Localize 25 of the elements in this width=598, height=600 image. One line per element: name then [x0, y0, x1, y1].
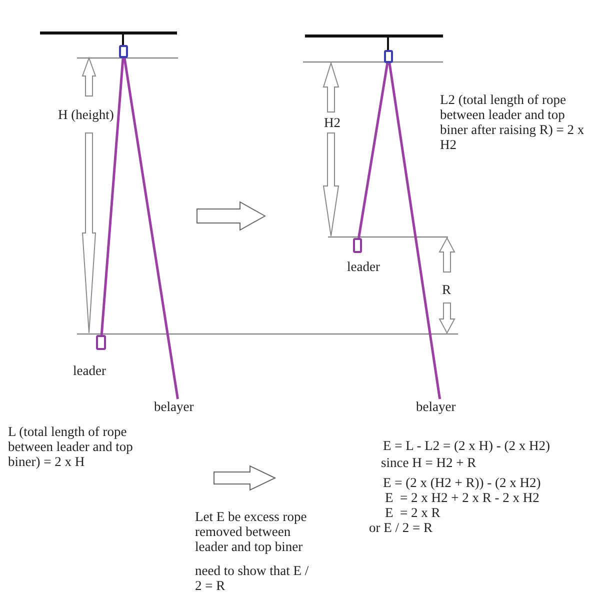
dimension-label: H2 [324, 115, 342, 130]
note-text: need to show that E / 2 = R [195, 563, 310, 593]
node-caption: leader [347, 259, 380, 274]
equation-text: E = 2 x H2 + 2 x R - 2 x H2 [385, 490, 540, 505]
equation-text: E = 2 x R [385, 505, 442, 520]
climber-box [96, 335, 106, 350]
rope-line [100, 58, 124, 336]
rope-line [123, 58, 179, 400]
carabiner-box [384, 50, 393, 63]
equation-text: or E / 2 = R [369, 520, 434, 535]
climber-box [353, 238, 362, 253]
rope-line [358, 62, 389, 238]
dimension-label: R [442, 282, 452, 297]
dimension-label: H (height) [58, 107, 115, 122]
node-caption: leader [73, 363, 106, 378]
rope-line [388, 62, 442, 400]
person-label: belayer [416, 399, 466, 415]
person-label: belayer [154, 399, 204, 415]
carabiner-box [119, 45, 128, 58]
note-text: L2 (total length of rope between leader and top biner after raising R) = 2 x H2 [440, 92, 586, 152]
equation-text: E = L - L2 = (2 x H) - (2 x H2) [383, 438, 551, 453]
note-text: L (total length of rope between leader and top biner) = 2 x H [8, 424, 133, 469]
equation-text: E = (2 x (H2 + R)) - (2 x H2) [383, 475, 542, 490]
equation-text: since H = H2 + R [381, 455, 478, 470]
note-text: Let E be excess rope removed between leader and top biner [195, 509, 308, 554]
